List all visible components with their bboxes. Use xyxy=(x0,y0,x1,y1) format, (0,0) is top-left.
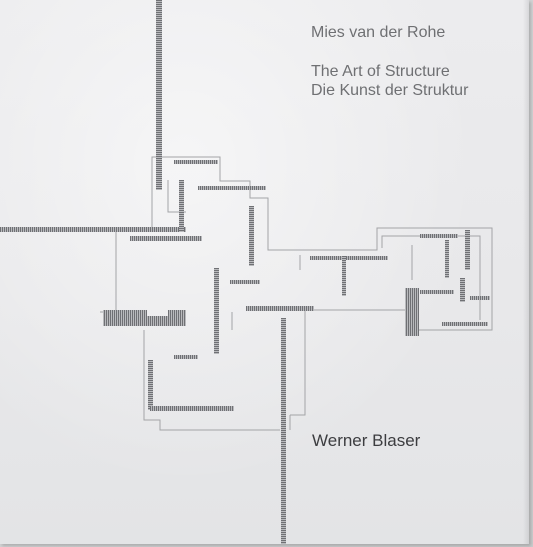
writer-name: Werner Blaser xyxy=(312,431,421,450)
plan-block-elements xyxy=(103,288,419,336)
author-name: Mies van der Rohe xyxy=(311,24,446,41)
plan-wall-segments xyxy=(130,160,490,411)
title-english: The Art of Structure xyxy=(311,63,450,80)
cover-edge-shadow xyxy=(523,0,529,544)
plan-axis-walls xyxy=(0,0,286,544)
title-german: Die Kunst der Struktur xyxy=(311,82,469,99)
